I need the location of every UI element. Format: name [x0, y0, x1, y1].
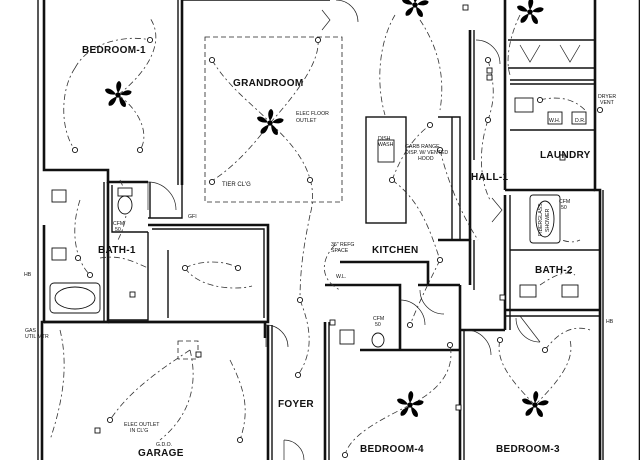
light-fixture-icon: [436, 146, 444, 154]
light-fixtures: [71, 36, 604, 459]
light-fixture-icon: [596, 106, 604, 114]
plan-notes: ELEC FLOOR OUTLET TIER CL'G DISH WASH GA…: [24, 94, 616, 448]
light-fixture-icon: [306, 176, 314, 184]
room-label-bath-1: BATH-1: [98, 245, 136, 256]
note-cfm-2: CFM: [559, 199, 570, 205]
room-label-bedroom-3: BEDROOM-3: [496, 444, 560, 455]
note-tier-clg: TIER CL'G: [222, 182, 251, 188]
light-fixture-icon: [234, 264, 242, 272]
garage-outlet-box: [177, 340, 199, 360]
light-fixture-icon: [314, 36, 322, 44]
door-swings: [147, 0, 581, 460]
ceiling-fan-icon: [516, 0, 545, 26]
room-label-foyer: FOYER: [278, 399, 314, 410]
light-fixture-icon: [341, 451, 349, 459]
note-elec-outlet: ELEC OUTLET: [124, 422, 160, 428]
ceiling-fan-icon: [396, 391, 425, 419]
fixtures: [49, 97, 587, 348]
note-fiberglass: FIBERGLASS: [538, 203, 544, 236]
note-cfm-2-val: 50: [561, 205, 567, 211]
light-fixture-icon: [446, 341, 454, 349]
note-dish-wash-2: WASH: [378, 142, 394, 148]
note-hb-left: HB: [24, 272, 32, 278]
light-fixture-icon: [484, 56, 492, 64]
note-gas-util-mtr: UTIL MTR: [25, 334, 49, 340]
note-refrig: 36" REFG: [331, 242, 354, 248]
room-label-bedroom-1: BEDROOM-1: [82, 45, 146, 56]
light-fixture-icon: [426, 121, 434, 129]
note-gdo: G.D.O.: [156, 442, 172, 448]
note-wh: W.H.: [549, 118, 560, 124]
light-fixture-icon: [106, 416, 114, 424]
note-cfm-1: CFM: [113, 221, 124, 227]
note-garb-range: GARB RANGE: [405, 144, 440, 150]
light-fixture-icon: [294, 371, 302, 379]
light-fixture-icon: [208, 178, 216, 186]
note-cfm-3: CFM: [373, 316, 384, 322]
ceiling-fan-icon: [104, 81, 133, 109]
note-dish-wash: DISH: [378, 136, 391, 142]
room-label-laundry: LAUNDRY: [540, 150, 591, 161]
light-fixture-icon: [484, 116, 492, 124]
note-elec-floor: ELEC FLOOR: [296, 111, 329, 117]
room-label-grandroom: GRANDROOM: [233, 78, 303, 89]
light-fixture-icon: [208, 56, 216, 64]
tier-ceiling-outline: [204, 36, 343, 203]
note-hb-right: HB: [606, 319, 614, 325]
ceiling-fan-icon: [401, 0, 430, 19]
note-dryer-vent-2: VENT: [600, 100, 615, 106]
light-fixture-icon: [388, 176, 396, 184]
note-cfm-1-val: 50: [115, 227, 121, 233]
note-gfi: GFI: [188, 214, 197, 220]
light-fixture-icon: [436, 256, 444, 264]
note-wl: W.L.: [336, 274, 346, 280]
room-labels: BEDROOM-1 GRANDROOM HALL-1 LAUNDRY BATH-…: [82, 45, 591, 459]
light-fixture-icon: [86, 271, 94, 279]
room-label-kitchen: KITCHEN: [372, 245, 419, 256]
note-cfm-3-val: 50: [375, 322, 381, 328]
light-fixture-icon: [496, 336, 504, 344]
interior-walls: [44, 0, 600, 460]
light-fixture-icon: [236, 436, 244, 444]
outlet-marks: [94, 4, 566, 434]
light-fixture-icon: [146, 36, 154, 44]
note-dryer-vent: DRYER: [598, 94, 616, 100]
light-fixture-icon: [536, 96, 544, 104]
room-label-bedroom-4: BEDROOM-4: [360, 444, 424, 455]
light-fixture-icon: [136, 146, 144, 154]
note-fiberglass-shower: SHOWER: [545, 208, 551, 232]
note-garb-range-2: DISP. W/ VENTED: [405, 150, 448, 156]
light-fixture-icon: [296, 296, 304, 304]
room-label-hall-1: HALL-1: [471, 172, 508, 183]
note-refrig-space: SPACE: [331, 248, 349, 254]
light-fixture-icon: [181, 264, 189, 272]
note-gas: GAS: [25, 328, 36, 334]
note-elec-outlet-clg: IN CL'G: [130, 428, 148, 434]
note-dr: D.R.: [575, 118, 585, 124]
room-label-garage: GARAGE: [138, 448, 184, 459]
light-fixture-icon: [406, 321, 414, 329]
light-fixture-icon: [541, 346, 549, 354]
note-elec-floor-outlet: OUTLET: [296, 118, 317, 124]
light-fixture-icon: [74, 254, 82, 262]
light-fixture-icon: [71, 146, 79, 154]
wiring-runs: [49, 14, 591, 456]
note-garb-range-3: HOOD: [418, 156, 434, 162]
room-label-bath-2: BATH-2: [535, 265, 573, 276]
